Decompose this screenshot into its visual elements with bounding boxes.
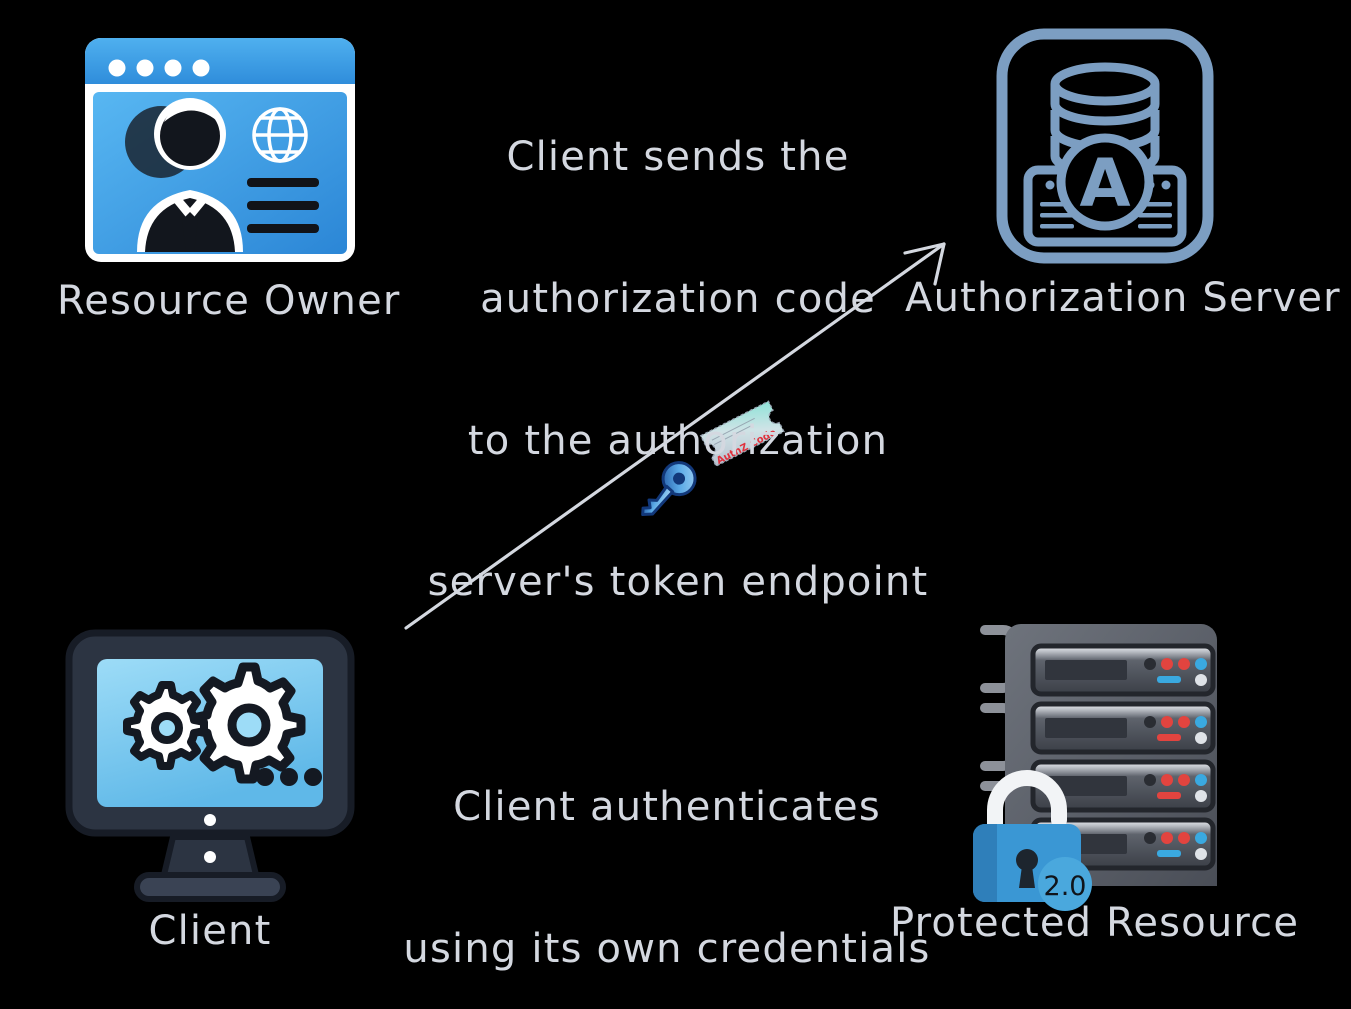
annotation-top-line-4: server's token endpoint bbox=[427, 559, 929, 606]
rack-unit bbox=[1030, 701, 1216, 755]
monitor-gears-icon bbox=[65, 629, 355, 902]
database-server-a-icon: A bbox=[996, 28, 1214, 264]
label-resource-owner: Resource Owner bbox=[57, 278, 401, 324]
window-dot-4 bbox=[192, 59, 210, 77]
node-authorization-server[interactable]: A Authorization Server bbox=[905, 22, 1340, 319]
rack-unit bbox=[1030, 643, 1216, 697]
letter-a-badge bbox=[1056, 133, 1154, 231]
key-icon bbox=[641, 461, 697, 517]
label-protected-resource: Protected Resource bbox=[890, 900, 1300, 946]
node-protected-resource[interactable]: 2.0 Protected Resource bbox=[890, 612, 1298, 944]
annotation-top: Client sends the authorization code to t… bbox=[400, 40, 956, 701]
annotation-bottom-line-1: Client authenticates bbox=[453, 784, 881, 831]
version-badge-text: 2.0 bbox=[1044, 871, 1087, 902]
annotation-top-line-1: Client sends the bbox=[506, 134, 850, 181]
gear-small-icon bbox=[123, 681, 208, 770]
letter-a-badge-text: A bbox=[1079, 145, 1130, 222]
label-authorization-server: Authorization Server bbox=[905, 275, 1341, 321]
ellipsis-dots bbox=[256, 768, 322, 786]
browser-window-user-icon bbox=[85, 38, 355, 262]
label-client: Client bbox=[148, 908, 272, 954]
avatar bbox=[125, 98, 243, 252]
ticket-icon: AuthZ Code bbox=[699, 400, 785, 467]
window-dot-3 bbox=[164, 59, 182, 77]
gear-large-icon bbox=[188, 662, 306, 784]
ticket-authz-code[interactable]: AuthZ Code bbox=[697, 398, 793, 480]
rack-units bbox=[1030, 643, 1216, 871]
annotation-top-line-3: to the authorization bbox=[467, 417, 889, 464]
window-dot-2 bbox=[136, 59, 154, 77]
text-lines bbox=[247, 178, 319, 233]
annotation-bottom: Client authenticates using its own crede… bbox=[372, 690, 962, 1009]
node-resource-owner[interactable]: Resource Owner bbox=[57, 30, 399, 322]
key-token[interactable] bbox=[625, 452, 709, 532]
globe-icon bbox=[252, 107, 308, 163]
server-rack-padlock-icon: 2.0 bbox=[973, 624, 1217, 911]
window-dot-1 bbox=[108, 59, 126, 77]
version-badge: 2.0 bbox=[1038, 857, 1092, 911]
annotation-bottom-line-2: using its own credentials bbox=[403, 925, 931, 972]
server-blocks bbox=[1023, 165, 1187, 247]
node-client[interactable]: Client bbox=[55, 625, 365, 952]
annotation-top-line-2: authorization code bbox=[480, 275, 876, 322]
